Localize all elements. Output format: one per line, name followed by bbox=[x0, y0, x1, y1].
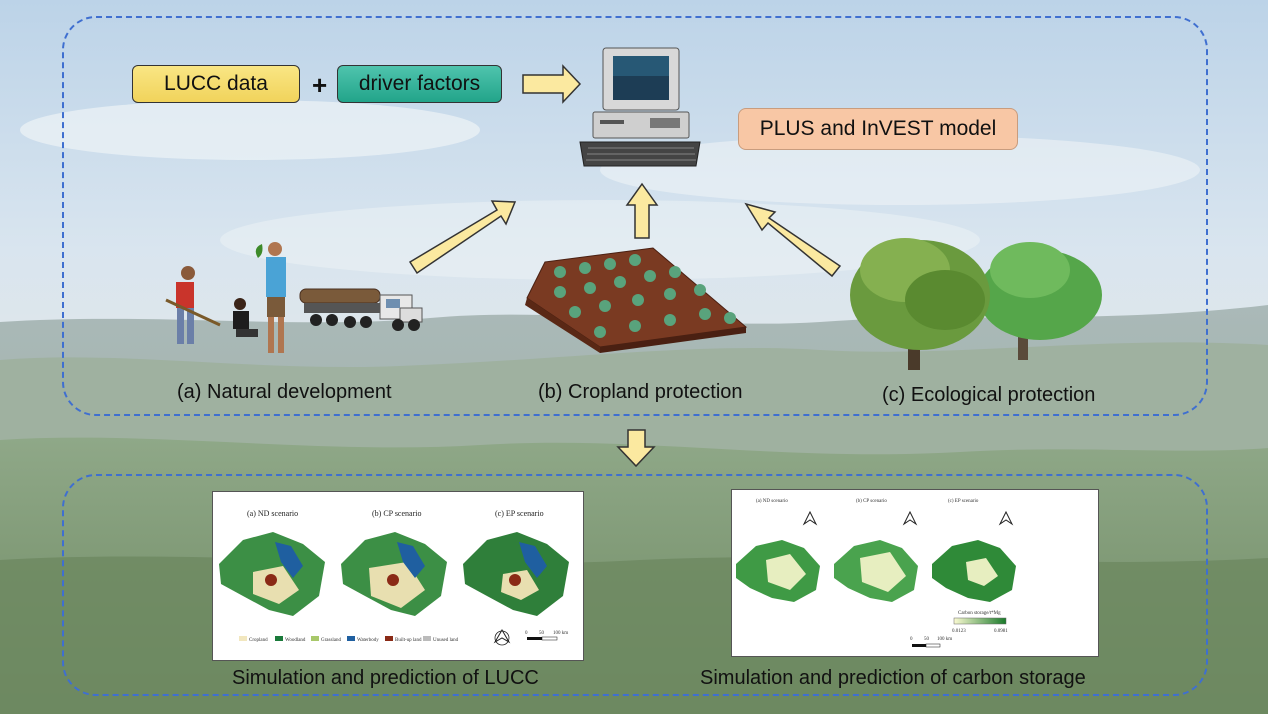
arrow-right bbox=[522, 64, 582, 104]
cropland-illustration bbox=[525, 247, 748, 353]
north-arrow-icon bbox=[902, 510, 918, 526]
lucc-caption: Simulation and prediction of LUCC bbox=[232, 667, 539, 689]
lucc-title-a: (a) ND scenario bbox=[247, 509, 298, 518]
arrow-ecological bbox=[744, 202, 842, 278]
scenario-natural-label: (a) Natural development bbox=[177, 381, 392, 403]
north-arrow-icon bbox=[998, 510, 1014, 526]
lucc-map-b bbox=[341, 532, 447, 616]
north-arrow-icon bbox=[802, 510, 818, 526]
lucc-title-b: (b) CP scenario bbox=[372, 509, 421, 518]
logging-truck bbox=[299, 288, 423, 331]
scale-100: 100 km bbox=[553, 631, 568, 636]
carbon-map-a bbox=[736, 540, 820, 602]
carbon-scale-50: 50 bbox=[924, 637, 930, 642]
legend-waterbody: Waterbody bbox=[357, 638, 379, 643]
carbon-title-b: (b) CP scenario bbox=[856, 499, 887, 504]
arrow-down bbox=[616, 429, 656, 468]
lucc-legend: Cropland Woodland Grassland Waterbody Bu… bbox=[239, 636, 459, 643]
lucc-scale-bar: 0 50 100 km bbox=[525, 631, 568, 641]
carbon-map-panel: (a) ND scenario (b) CP scenario (c) EP s… bbox=[731, 489, 1099, 657]
legend-woodland: Woodland bbox=[285, 638, 306, 643]
carbon-legend: Carbon storage/t*Mg 0.0123 0.0981 bbox=[952, 611, 1008, 634]
bottom-frame bbox=[62, 474, 1208, 696]
model-box: PLUS and InVEST model bbox=[738, 108, 1018, 150]
carbon-scale-100: 100 km bbox=[937, 637, 952, 642]
legend-builtup: Built-up land bbox=[395, 638, 422, 643]
lucc-data-box: LUCC data bbox=[132, 65, 300, 103]
lucc-title-c: (c) EP scenario bbox=[495, 509, 544, 518]
carbon-scale-bar: 0 50 100 km bbox=[910, 637, 952, 648]
legend-unused: Unused land bbox=[433, 638, 459, 643]
lucc-map-c bbox=[463, 532, 569, 616]
computer-icon bbox=[579, 47, 701, 167]
top-frame bbox=[62, 16, 1208, 416]
carbon-title-a: (a) ND scenario bbox=[756, 499, 788, 504]
scenario-ecological-label: (c) Ecological protection bbox=[882, 384, 1096, 406]
people-and-truck-illustration bbox=[165, 242, 423, 353]
carbon-scale-0: 0 bbox=[910, 637, 913, 642]
lucc-map-a bbox=[219, 532, 325, 616]
carbon-title-c: (c) EP scenario bbox=[948, 499, 979, 504]
plus-sign: + bbox=[312, 70, 328, 100]
carbon-legend-max: 0.0981 bbox=[994, 629, 1008, 634]
carbon-caption: Simulation and prediction of carbon stor… bbox=[700, 667, 1086, 689]
scale-50: 50 bbox=[539, 631, 545, 636]
scale-0: 0 bbox=[525, 631, 528, 636]
scenario-cropland-label: (b) Cropland protection bbox=[538, 381, 743, 403]
carbon-legend-min: 0.0123 bbox=[952, 629, 966, 634]
arrow-natural bbox=[408, 200, 517, 275]
carbon-map-b bbox=[834, 540, 918, 602]
legend-grassland: Grassland bbox=[321, 638, 341, 643]
carbon-legend-title: Carbon storage/t*Mg bbox=[958, 611, 1001, 616]
carbon-map-c bbox=[932, 540, 1016, 602]
trees-illustration bbox=[850, 238, 1102, 370]
arrow-cropland bbox=[625, 182, 659, 239]
driver-factors-box: driver factors bbox=[337, 65, 502, 103]
legend-cropland: Cropland bbox=[249, 638, 268, 643]
lucc-map-panel: (a) ND scenario (b) CP scenario (c) EP s… bbox=[212, 491, 584, 661]
north-arrow-icon bbox=[493, 629, 511, 646]
